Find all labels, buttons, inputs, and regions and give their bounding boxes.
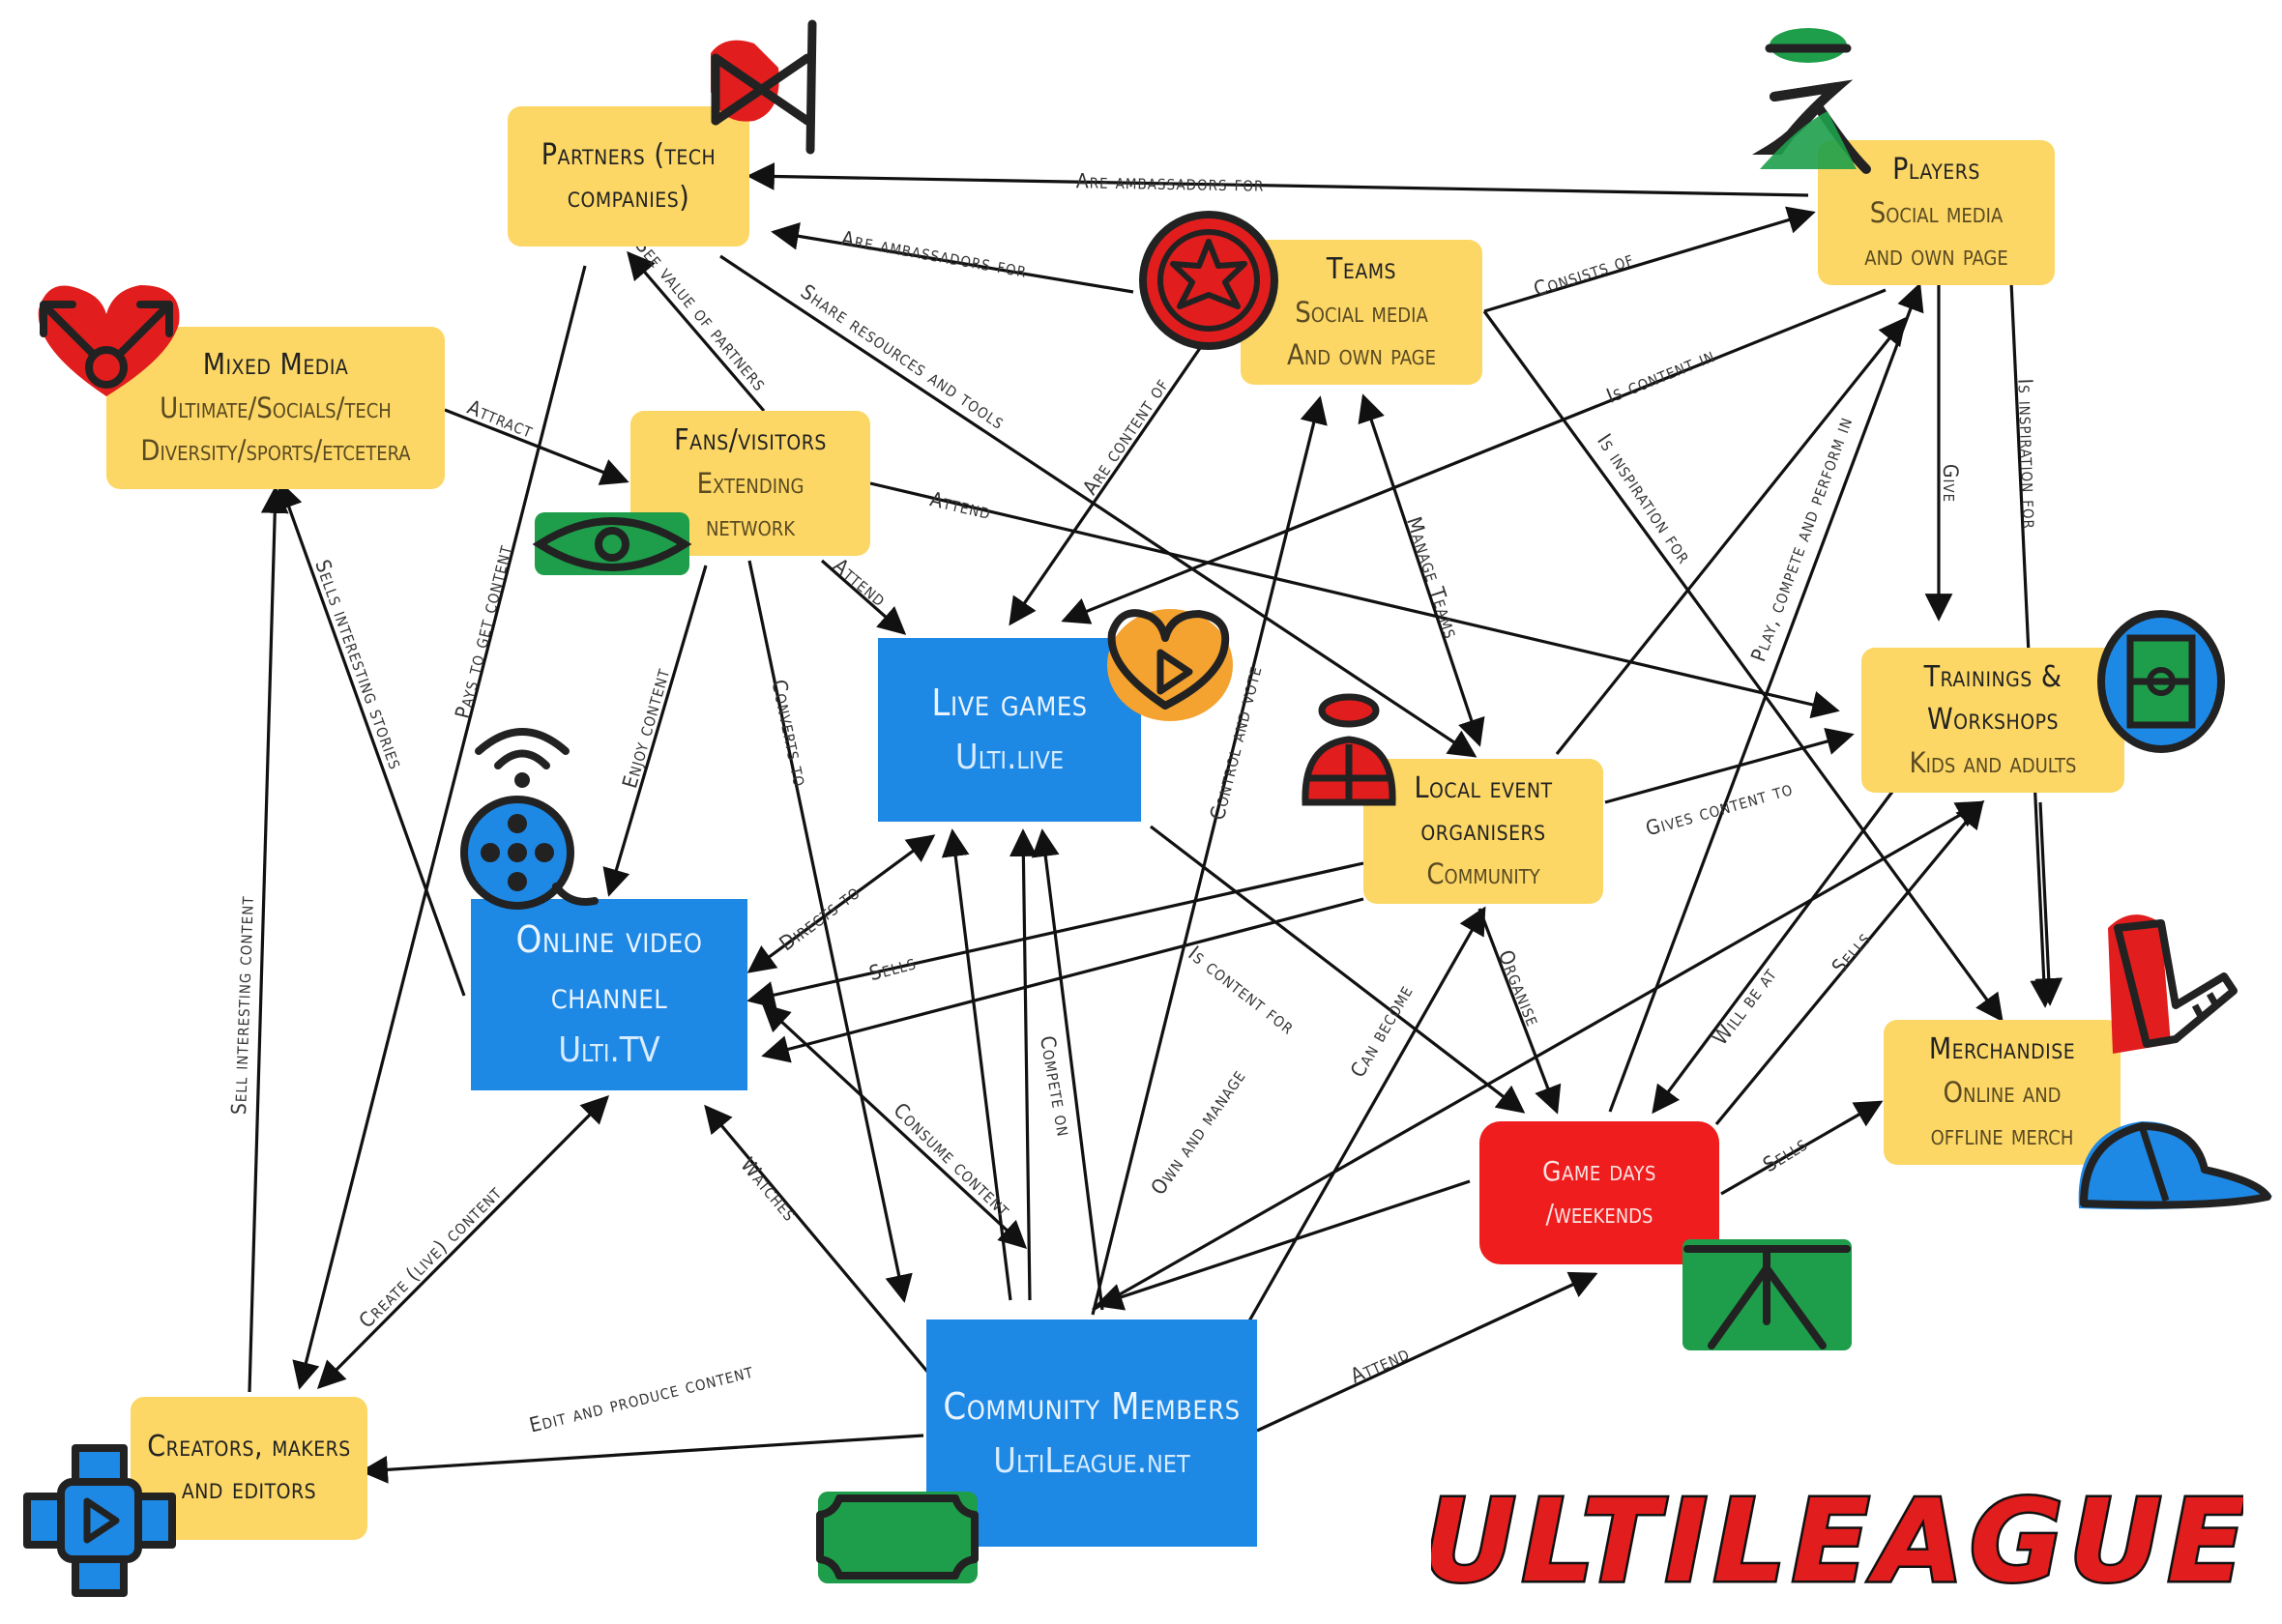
film-reel-icon	[460, 728, 599, 910]
heart-icon	[38, 285, 180, 396]
ultileague-logo: ULTILEAGUE	[1431, 1472, 2243, 1606]
edge-label-watches: Watches	[736, 1153, 802, 1226]
node-mixed-media[interactable]: Mixed Media Ultimate/Socials/tech Divers…	[106, 327, 445, 489]
node-merchandise-sub2: offline merch	[1930, 1118, 2074, 1151]
edge-label-inspiration-1: Is inspiration for	[2013, 378, 2041, 530]
node-online-video-title: Online video	[515, 918, 703, 961]
node-fans-title: Fans/visitors	[674, 423, 827, 457]
node-live-games-sub: Ulti.live	[954, 738, 1065, 777]
edge-label-manage-teams: Manage Teams	[1402, 514, 1463, 642]
eye-icon	[532, 512, 692, 575]
node-teams-sub2: And own page	[1287, 338, 1436, 371]
node-teams-sub: Social media	[1295, 296, 1428, 329]
edge-label-see-value: See value of partners	[630, 234, 772, 396]
speaker-icon	[711, 19, 817, 155]
node-partners-sub: companies)	[567, 180, 690, 215]
node-local-event-sub2: Community	[1426, 857, 1540, 890]
edge-label-attend-2: Attend	[829, 554, 892, 612]
edge-label-attract: Attract	[464, 395, 537, 443]
node-fans[interactable]: Fans/visitors Extending network	[630, 411, 870, 556]
tent-icon	[1682, 1239, 1852, 1350]
node-community-title: Community Members	[943, 1384, 1241, 1428]
node-merchandise-title: Merchandise	[1928, 1032, 2076, 1066]
edge-label-edit-produce: Edit and produce content	[527, 1359, 756, 1437]
node-partners[interactable]: Partners (tech companies)	[508, 106, 749, 246]
jersey-icon	[2108, 914, 2238, 1054]
node-partners-title: Partners (tech	[541, 137, 717, 172]
node-merchandise-sub: Online and	[1943, 1076, 2062, 1109]
node-creators-title: Creators, makers	[147, 1430, 351, 1464]
edge-label-ambassadors-1: Are ambassadors for	[1076, 169, 1265, 195]
edge-label-pays-content: Pays to get content	[451, 542, 516, 721]
edge-label-consists-of: Consists of	[1531, 246, 1636, 301]
node-online-video[interactable]: Online video channel Ulti.TV	[471, 899, 747, 1090]
edge-label-give: Give	[1939, 464, 1962, 503]
node-trainings[interactable]: Trainings & Workshops Kids and adults	[1861, 648, 2124, 793]
edge-label-attend-1: Attend	[928, 487, 994, 524]
edge-label-attend-3: Attend	[1347, 1342, 1413, 1388]
edge-label-is-content-for: Is content for	[1184, 942, 1300, 1039]
node-merchandise[interactable]: Merchandise Online and offline merch	[1884, 1020, 2121, 1165]
node-fans-sub: Extending	[696, 467, 805, 500]
person-icon	[1751, 28, 1871, 174]
node-teams[interactable]: Teams Social media And own page	[1241, 240, 1482, 385]
edge-label-sells-1: Sells	[866, 950, 919, 985]
node-live-games[interactable]: Live games Ulti.live	[878, 638, 1141, 822]
node-online-video-sub2: Ulti.TV	[558, 1030, 660, 1070]
edge-label-sells-3: Sells	[1759, 1132, 1811, 1176]
edge-label-ambassadors-2: Are ambassadors for	[839, 226, 1029, 281]
edge-label-organise: Organise	[1494, 946, 1545, 1030]
edge-label-own-manage: Own and manage	[1147, 1064, 1250, 1199]
edge-label-are-content-of: Are content of	[1078, 373, 1173, 499]
ticket-icon	[816, 1492, 979, 1583]
node-trainings-sub: Workshops	[1926, 703, 2060, 737]
node-game-days-sub: /weekends	[1545, 1198, 1653, 1230]
node-community[interactable]: Community Members UltiLeague.net	[926, 1320, 1257, 1547]
edge-label-consume-content: Consume content	[889, 1098, 1015, 1222]
edge-label-sells-stories: Sells interesting stories	[310, 557, 408, 772]
helmet-icon	[1302, 693, 1396, 806]
node-players-title: Players	[1892, 153, 1980, 187]
edge-label-sell-interesting: Sell interesting content	[227, 895, 258, 1116]
play-cross-icon	[23, 1444, 176, 1597]
edge-label-sells-2: Sells	[1828, 927, 1876, 978]
node-mixed-media-sub2: Diversity/sports/etcetera	[140, 434, 411, 467]
cap-icon	[2078, 1121, 2272, 1210]
node-creators-sub: and editors	[181, 1472, 317, 1506]
node-teams-title: Teams	[1326, 252, 1397, 286]
heart-play-icon	[1107, 609, 1233, 721]
node-local-event-sub: organisers	[1420, 814, 1546, 848]
node-game-days-title: Game days	[1542, 1155, 1656, 1187]
node-fans-sub2: network	[705, 509, 796, 542]
node-players-sub2: and own page	[1864, 239, 2008, 272]
edge-label-is-content-in: Is content in	[1603, 343, 1718, 408]
edge-label-create-live: Create (live) content	[355, 1181, 507, 1333]
node-mixed-media-sub: Ultimate/Socials/tech	[160, 392, 392, 424]
node-local-event-title: Local event	[1414, 771, 1553, 805]
edge-label-play-compete: Play, compete and perform in	[1746, 414, 1857, 665]
node-community-sub: UltiLeague.net	[993, 1440, 1190, 1481]
node-trainings-sub2: Kids and adults	[1909, 746, 2077, 779]
edge-label-can-become: Can become	[1346, 980, 1418, 1081]
node-online-video-sub: channel	[550, 974, 668, 1017]
edge-label-converts-to: Converts to	[767, 678, 812, 789]
edge-label-inspiration-2: Is inspiration for	[1593, 430, 1696, 568]
node-mixed-media-title: Mixed Media	[202, 348, 349, 382]
edge-label-will-be-at: Will be at	[1709, 963, 1782, 1049]
node-creators[interactable]: Creators, makers and editors	[131, 1397, 367, 1540]
field-icon	[2097, 610, 2225, 753]
node-local-event[interactable]: Local event organisers Community	[1363, 759, 1603, 904]
node-players-sub: Social media	[1869, 196, 2004, 229]
node-live-games-title: Live games	[931, 682, 1088, 724]
star-badge-icon	[1139, 211, 1278, 350]
node-trainings-title: Trainings &	[1923, 660, 2063, 694]
node-game-days[interactable]: Game days /weekends	[1479, 1121, 1719, 1264]
logo-text: ULTILEAGUE	[1431, 1474, 2243, 1605]
